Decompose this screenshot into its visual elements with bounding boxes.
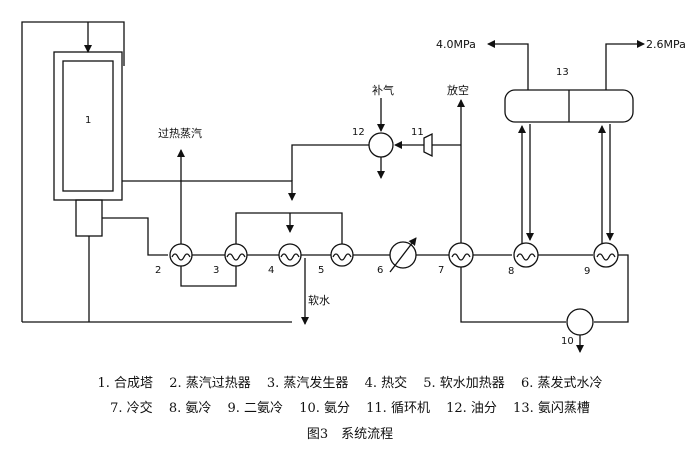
tower-lower-outlet	[102, 217, 168, 256]
legend-item: 8. 氨冷	[168, 401, 212, 416]
num-3: 3	[213, 265, 219, 276]
legend-item: 11. 循环机	[366, 401, 430, 416]
num-2: 2	[155, 265, 161, 276]
num-8: 8	[508, 266, 514, 277]
line-12-to-tower	[291, 144, 369, 181]
legend-item: 6. 蒸发式水冷	[520, 376, 603, 391]
num-4: 4	[268, 265, 274, 276]
label-superheated-steam: 过热蒸汽	[158, 126, 202, 140]
line-7-down	[460, 267, 566, 323]
upper-loop-3-5	[235, 212, 343, 244]
num-11: 11	[411, 127, 424, 138]
legend-item: 4. 热交	[364, 376, 408, 391]
label-pressure-low: 2.6MPa	[646, 38, 686, 51]
tower-top-loop	[21, 21, 125, 322]
synthesis-tower-base	[75, 199, 103, 237]
num-13: 13	[556, 67, 569, 78]
circulator-11	[423, 132, 433, 158]
legend-item: 5. 软水加热器	[423, 376, 505, 391]
tower-outlet-line	[122, 180, 296, 201]
line-9-down	[594, 254, 629, 323]
num-6: 6	[377, 265, 383, 276]
num-1: 1	[85, 115, 91, 126]
num-9: 9	[584, 266, 590, 277]
legend-item: 3. 蒸汽发生器	[266, 376, 349, 391]
figure-caption: 图3 系统流程	[306, 427, 394, 442]
legend-item: 9. 二氨冷	[227, 401, 284, 416]
num-10: 10	[561, 336, 574, 347]
legend-item: 7. 冷交	[110, 401, 153, 416]
legend-item: 12. 油分	[446, 401, 497, 416]
label-vent: 放空	[447, 83, 469, 97]
num-12: 12	[352, 127, 365, 138]
label-pressure-high: 4.0MPa	[436, 38, 476, 51]
legend-item: 1. 合成塔	[97, 376, 154, 391]
lower-loop-2-3	[180, 266, 237, 287]
flash-tank-top-right	[605, 40, 645, 90]
synthesis-tower	[53, 51, 123, 201]
num-7: 7	[438, 265, 444, 276]
num-5: 5	[318, 265, 324, 276]
flash-tank-top-left	[487, 40, 529, 90]
label-make-up-gas: 补气	[372, 83, 394, 97]
legend-line-2: 7. 冷交 8. 氨冷 9. 二氨冷 10. 氨分 11. 循环机 12. 油分…	[0, 397, 700, 416]
legend-item: 10. 氨分	[299, 401, 350, 416]
label-soft-water: 软水	[308, 293, 330, 307]
legend-line-1: 1. 合成塔 2. 蒸汽过热器 3. 蒸汽发生器 4. 热交 5. 软水加热器 …	[0, 372, 700, 391]
synthesis-tower-inner	[62, 60, 114, 192]
legend-item: 2. 蒸汽过热器	[169, 376, 251, 391]
oil-separator-12	[368, 132, 394, 158]
legend-item: 13. 氨闪蒸槽	[513, 401, 590, 416]
ammonia-separator-10	[566, 308, 594, 336]
